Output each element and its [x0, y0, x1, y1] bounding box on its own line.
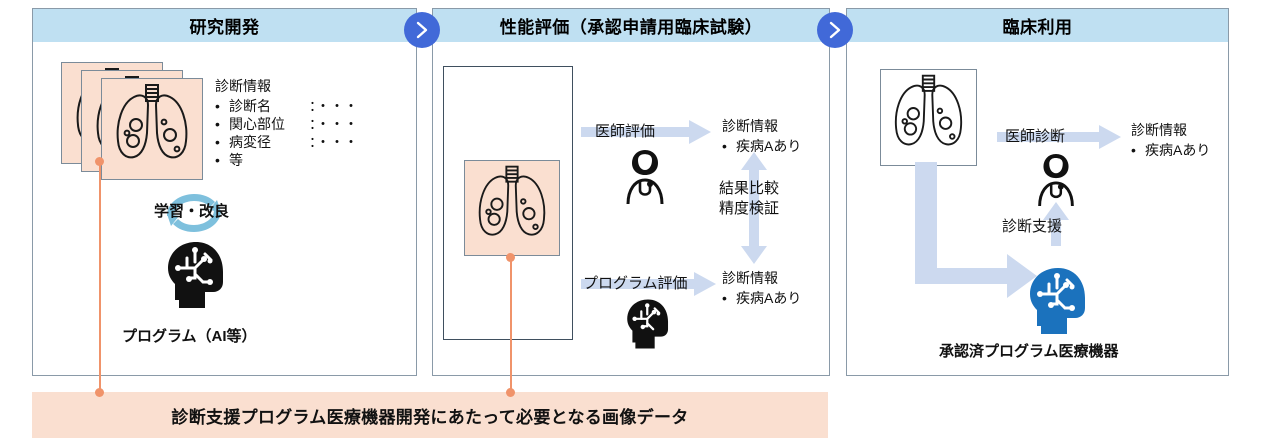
comparison-line-2: 精度検証: [719, 200, 780, 218]
elbow-arrow-icon: [911, 162, 1041, 304]
bullet-icon: •: [722, 289, 727, 306]
diagnosis-item-label: 診断名: [229, 97, 271, 114]
doctor-icon-clinical: [1030, 152, 1082, 208]
connector-dot-evaluation-bottom: [506, 388, 515, 397]
lung-xray-icon: [116, 84, 188, 159]
connector-line-evaluation: [510, 258, 512, 394]
approved-device-label: 承認済プログラム医療機器: [939, 343, 1119, 360]
panel-performance-evaluation: 性能評価（承認申請用臨床試験）: [432, 8, 830, 376]
program-evaluation-label: プログラム評価: [583, 275, 688, 292]
bullet-icon: •: [215, 133, 220, 150]
panel-title-text: 性能評価（承認申請用臨床試験）: [499, 18, 763, 37]
bottom-banner: 診断支援プログラム医療機器開発にあたって必要となる画像データ: [32, 392, 828, 438]
list-item: • 診断名 ：・・・: [215, 98, 358, 116]
learning-cycle-label: 学習・改良: [154, 203, 230, 220]
list-item: • 疾病Aあり: [1131, 142, 1210, 160]
lung-xray-icon: [894, 74, 963, 146]
connector-dot-evaluation-top: [506, 253, 515, 262]
lung-image-tile-eval: [464, 160, 560, 256]
chevron-right-icon-2: [817, 12, 853, 48]
block-arrow-icon-support: [1043, 202, 1069, 246]
diagnosis-item-value: ：・・・: [309, 115, 358, 132]
program-label: プログラム（AI等）: [122, 328, 257, 345]
double-headed-arrow-icon: [741, 152, 767, 264]
bottom-banner-text: 診断支援プログラム医療機器開発にあたって必要となる画像データ: [171, 407, 689, 427]
doctor-evaluation-label: 医師評価: [595, 123, 656, 140]
diagnosis-info-block: 診断情報 • 診断名 ：・・・ • 関心部位 ：・・・ • 病変径 ：・・・: [215, 78, 358, 170]
block-arrow-icon-doctor-diagnosis: [997, 125, 1121, 149]
panel-body-clinical-use: 医師診断 診断情報 • 疾病Aあり: [847, 42, 1228, 375]
bullet-icon: •: [215, 151, 220, 168]
panel-body-research-development: 診断情報 • 診断名 ：・・・ • 関心部位 ：・・・ • 病変径 ：・・・: [33, 42, 416, 375]
list-item: • 疾病Aあり: [722, 290, 801, 308]
diagnosis-support-label: 診断支援: [1002, 218, 1063, 235]
connector-dot-research-top: [95, 157, 104, 166]
diagnosis-info-heading: 診断情報: [215, 78, 271, 94]
program-result-item: 疾病Aあり: [736, 289, 802, 306]
panel-clinical-use: 臨床利用: [846, 8, 1229, 376]
comparison-line-1: 結果比較: [719, 180, 780, 197]
doctor-result-block: 診断情報 • 疾病Aあり: [722, 118, 801, 156]
panel-title-performance-evaluation: 性能評価（承認申請用臨床試験）: [433, 9, 829, 42]
diagnosis-item-label: 病変径: [229, 133, 271, 150]
panel-body-performance-evaluation: 医師評価 診断情報 • 疾病Aあり: [433, 42, 829, 375]
diagnosis-item-label: 等: [229, 151, 243, 168]
comparison-label: 結果比較 精度検証: [719, 179, 779, 218]
list-item: • 疾病Aあり: [722, 138, 801, 156]
list-item: • 関心部位 ：・・・: [215, 116, 358, 134]
doctor-result-item: 疾病Aあり: [736, 137, 802, 154]
list-item: • 病変径 ：・・・: [215, 134, 358, 152]
lung-xray-icon: [478, 165, 546, 236]
diagnosis-item-value: ：・・・: [309, 97, 358, 114]
ai-head-icon-approved-device: [1027, 266, 1089, 336]
list-item: • 等: [215, 152, 358, 170]
panel-title-research-development: 研究開発: [33, 9, 416, 42]
connector-dot-research-bottom: [95, 388, 104, 397]
ai-head-icon: [165, 240, 227, 310]
doctor-icon: [618, 148, 672, 206]
panel-title-text: 臨床利用: [1002, 18, 1073, 37]
panel-research-development: 研究開発: [32, 8, 417, 376]
bullet-icon: •: [215, 115, 220, 132]
panel-title-text: 研究開発: [189, 18, 260, 37]
panel-title-clinical-use: 臨床利用: [847, 9, 1228, 42]
bullet-icon: •: [215, 97, 220, 114]
lung-image-tile-front: [101, 78, 203, 180]
clinical-result-heading: 診断情報: [1131, 122, 1187, 138]
connector-line-research: [99, 162, 101, 394]
ai-head-icon-eval: [625, 298, 671, 350]
bullet-icon: •: [722, 137, 727, 154]
clinical-result-block: 診断情報 • 疾病Aあり: [1131, 122, 1210, 160]
program-result-heading: 診断情報: [722, 270, 778, 286]
lung-image-tile-clinical: [880, 69, 977, 166]
block-arrow-icon-doctor-eval: [581, 120, 711, 144]
bullet-icon: •: [1131, 141, 1136, 158]
doctor-diagnosis-label: 医師診断: [1005, 128, 1066, 145]
doctor-result-heading: 診断情報: [722, 118, 778, 134]
program-result-block: 診断情報 • 疾病Aあり: [722, 270, 801, 308]
diagnosis-item-value: ：・・・: [309, 133, 358, 150]
chevron-right-icon-1: [404, 12, 440, 48]
clinical-result-item: 疾病Aあり: [1145, 141, 1211, 158]
block-arrow-icon-program-eval: [581, 272, 716, 296]
diagnosis-item-label: 関心部位: [229, 115, 285, 132]
refresh-cycle-icon: [151, 190, 237, 236]
